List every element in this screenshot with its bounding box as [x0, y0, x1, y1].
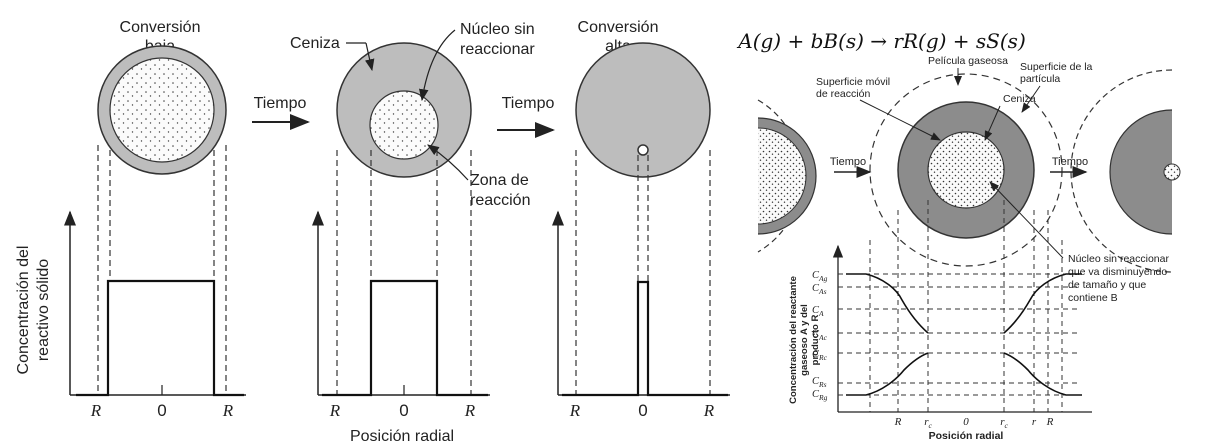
tick-0: 0: [399, 401, 408, 420]
right-panel: A(g) + bB(s) → rR(g) + sS(s) Tiempo Tiem…: [736, 29, 1181, 442]
nucleo-right-line3: de tamaño y que: [1068, 279, 1146, 291]
ceniza-label-right: Ceniza: [1003, 93, 1036, 105]
tick-r: r: [1032, 416, 1037, 428]
svg-text:Concentración del: Concentración del: [15, 246, 32, 375]
reaction-equation: A(g) + bB(s) → rR(g) + sS(s): [736, 29, 1026, 53]
ceniza-label: Ceniza: [290, 35, 340, 52]
particle-late-partial: [1070, 69, 1181, 273]
label-c-rc: CRc: [812, 349, 828, 362]
label-c-ac: CAc: [812, 329, 828, 342]
label-c-rg: CRg: [812, 389, 828, 402]
right-projection-lines: [869, 200, 1063, 412]
zona-label-line1: Zona de: [470, 172, 529, 189]
svg-text:producto R: producto R: [810, 315, 821, 366]
right-x-axis-label: Posición radial: [929, 430, 1004, 442]
nucleo-right-line2: que va disminuyendo: [1068, 266, 1167, 278]
tick-R: R: [569, 401, 581, 420]
pelicula-label: Película gaseosa: [928, 55, 1008, 67]
particle-mid-conversion: [336, 42, 472, 178]
tick-R: R: [222, 401, 234, 420]
tick-R: R: [329, 401, 341, 420]
nucleo-label-line1: Núcleo sin: [460, 21, 535, 38]
tick-rc-left: rc: [924, 416, 932, 430]
left-tick-labels: R 0 R R 0 R R 0 R: [90, 401, 715, 420]
label-c-ag: CAg: [812, 270, 828, 283]
svg-text:gaseoso A y del: gaseoso A y del: [799, 304, 810, 376]
tick-rc-right: rc: [1000, 416, 1008, 430]
tick-R: R: [90, 401, 102, 420]
tick-R: R: [464, 401, 476, 420]
left-panel: Conversión baja Conversión alta Tiempo C…: [15, 19, 730, 445]
left-x-axis-label: Posición radial: [350, 428, 454, 445]
left-y-axis-label: Concentración del reactivo sólido: [15, 246, 52, 375]
particle-low-conversion: [97, 45, 227, 175]
stage3-title-line1: Conversión: [578, 19, 659, 36]
tick-R-right: R: [1046, 416, 1054, 428]
superficie-movil-line1: Superficie móvil: [816, 76, 890, 88]
zona-label-line2: reacción: [470, 192, 530, 209]
tick-0: 0: [157, 401, 166, 420]
stage1-title-line1: Conversión: [120, 19, 201, 36]
particle-high-conversion: [575, 42, 711, 178]
label-c-rs: CRs: [812, 376, 827, 389]
tick-R: R: [703, 401, 715, 420]
solid-concentration-profiles: [76, 279, 728, 397]
svg-text:Concentración del reactante: Concentración del reactante: [788, 276, 799, 404]
nucleo-right-line1: Núcleo sin reaccionar: [1068, 253, 1169, 265]
tiempo-label-2: Tiempo: [502, 95, 555, 112]
tick-0: 0: [638, 401, 647, 420]
label-c-as: CAs: [812, 283, 827, 296]
tick-R-left: R: [894, 416, 902, 428]
superficie-movil-line2: de reacción: [816, 88, 870, 100]
tiempo-label-right-2: Tiempo: [1052, 156, 1088, 168]
superficie-particula-line1: Superficie de la: [1020, 61, 1093, 73]
annotation-leaders: [859, 68, 1064, 259]
concentration-levels: [838, 273, 1080, 396]
nucleo-label-line2: reaccionar: [460, 41, 535, 58]
particle-early-partial: [757, 99, 817, 253]
left-plot-axes: [64, 210, 730, 396]
right-tick-labels: R rc 0 rc r R: [894, 416, 1054, 430]
concentration-labels: CAg CAs CA CAc CRc CRs CRg: [812, 270, 828, 402]
tiempo-label-right-1: Tiempo: [830, 156, 866, 168]
svg-text:reactivo sólido: reactivo sólido: [35, 259, 52, 361]
gas-concentration-curves: [846, 273, 1082, 396]
projection-lines: [97, 145, 711, 395]
tiempo-label-1: Tiempo: [254, 95, 307, 112]
tick-0-right: 0: [963, 416, 969, 428]
label-c-a: CA: [812, 305, 824, 318]
superficie-particula-line2: partícula: [1020, 73, 1060, 85]
center-ticks: [161, 385, 405, 395]
right-y-axis-label: Concentración del reactante gaseoso A y …: [788, 276, 821, 404]
right-plot-axes: [832, 244, 1092, 413]
nucleo-right-line4: contiene B: [1068, 292, 1118, 304]
